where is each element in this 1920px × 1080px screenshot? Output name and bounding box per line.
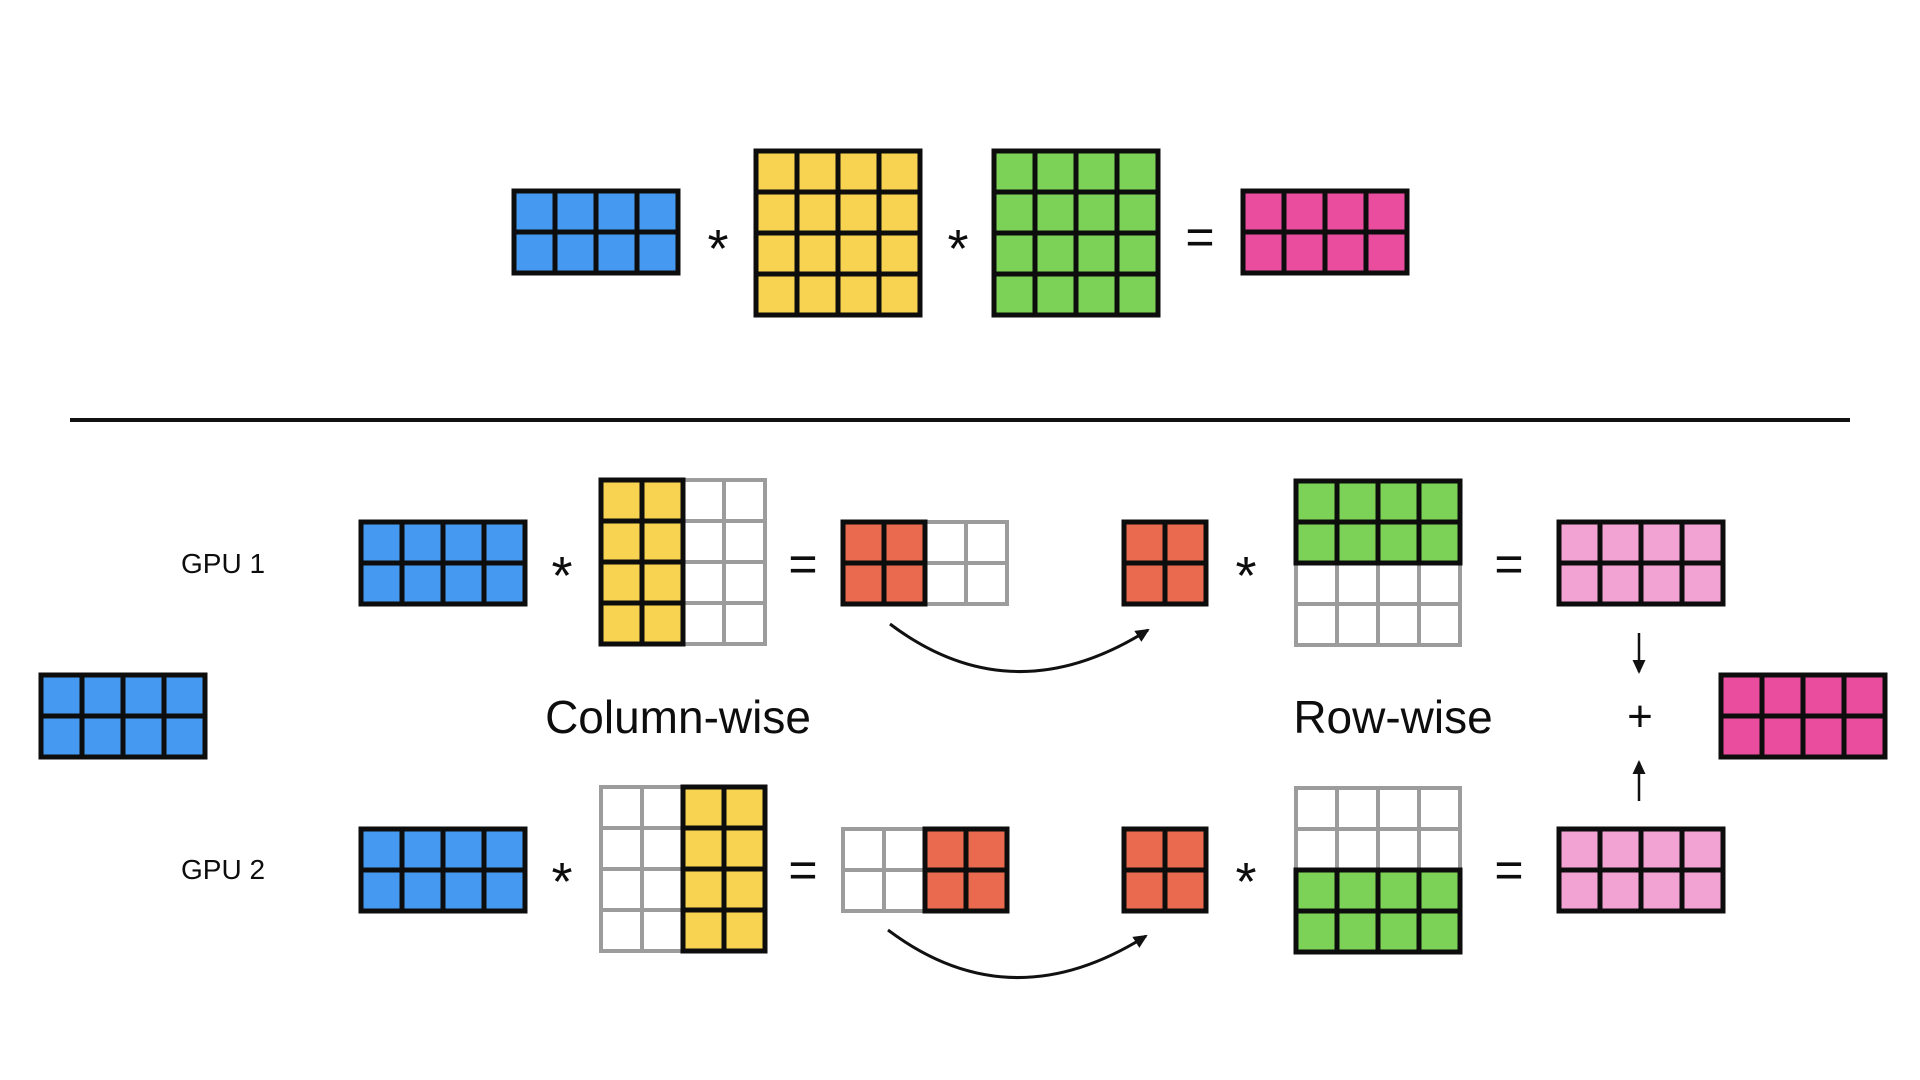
equals-operator: = [788, 536, 818, 592]
multiply-operator: * [551, 546, 573, 606]
gpu2-block-matrix [1121, 826, 1209, 914]
weight1-matrix-full [753, 148, 923, 318]
gpu1-output-matrix [1556, 519, 1726, 607]
equals-operator: = [1185, 209, 1215, 265]
input-matrix-full [511, 188, 681, 276]
gpu2-input-matrix [358, 826, 528, 914]
multiply-operator: * [551, 852, 573, 912]
gpu2-partial-result-matrix [840, 826, 1010, 914]
section-divider [70, 418, 1850, 422]
plus-operator: + [1627, 692, 1653, 741]
column-wise-label: Column-wise [545, 691, 811, 743]
gpu1-weight1-column-shard [598, 477, 768, 647]
shuffle-arrow-gpu2 [887, 928, 1148, 979]
row-wise-label: Row-wise [1293, 691, 1493, 743]
equals-operator: = [1494, 842, 1524, 898]
equals-operator: = [1494, 536, 1524, 592]
final-output-matrix [1718, 672, 1888, 760]
multiply-operator: * [1235, 852, 1257, 912]
gpu1-input-matrix [358, 519, 528, 607]
multiply-operator: * [947, 219, 969, 279]
gpu2-weight1-column-shard [598, 784, 768, 954]
multiply-operator: * [707, 219, 729, 279]
gpu1-label: GPU 1 [180, 548, 266, 579]
side-input-matrix [38, 672, 208, 760]
gpu1-partial-result-matrix [840, 519, 1010, 607]
gpu2-label: GPU 2 [180, 854, 266, 885]
equals-operator: = [788, 842, 818, 898]
output-matrix-full [1240, 188, 1410, 276]
gpu2-weight2-row-shard [1293, 785, 1463, 955]
gpu1-block-matrix [1121, 519, 1209, 607]
gpu1-weight2-row-shard [1293, 478, 1463, 648]
gpu2-output-matrix [1556, 826, 1726, 914]
weight2-matrix-full [991, 148, 1161, 318]
multiply-operator: * [1235, 546, 1257, 606]
shuffle-arrow-gpu1 [889, 622, 1150, 673]
